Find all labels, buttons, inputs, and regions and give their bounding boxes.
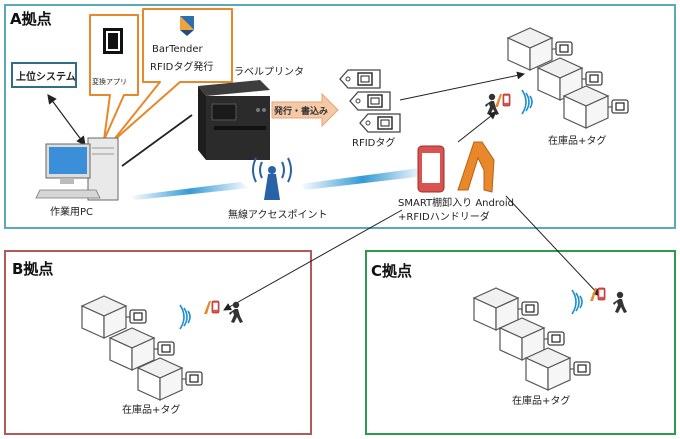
rfid-reader-icon [494, 93, 511, 108]
wireless-band-right [300, 168, 425, 190]
printer-label: ラベルプリンタ [234, 67, 304, 78]
bartender-logo-icon [180, 16, 194, 36]
bartender-line2: RFIDタグ発行 [150, 62, 214, 73]
handheld-line1: SMART棚卸入り Android [398, 198, 514, 209]
issue-arrow-label: 発行・書込み [274, 107, 329, 117]
rfid-reader-icon [589, 287, 606, 302]
site-c-title: C拠点 [371, 262, 413, 280]
converter-app-label: 変換アプリ [92, 78, 127, 86]
site-b-frame [4, 250, 312, 435]
site-b-title: B拠点 [12, 260, 54, 278]
issue-arrow [271, 92, 339, 128]
bartender-line1: BarTender [152, 44, 203, 55]
wireless-band-left [130, 182, 250, 200]
handheld-line2: +RFIDハンドリーダ [398, 212, 490, 223]
wifi-waves-b [179, 304, 191, 330]
stock-c-label: 在庫品+タグ [512, 396, 571, 407]
pc-host-link [47, 94, 86, 146]
rfid-reader-large-icon [457, 141, 495, 193]
rfid-tags-label: RFIDタグ [352, 138, 396, 149]
pc-label: 作業用PC [50, 207, 94, 218]
printer-icon [198, 80, 270, 160]
tags-to-stock-arrow [399, 71, 525, 101]
a-to-c-arrow [505, 195, 601, 297]
site-a-title: A拠点 [10, 10, 52, 28]
converter-app-callout [89, 14, 139, 141]
computer-icon [35, 137, 119, 201]
box-icon [473, 287, 591, 391]
access-point-icon [252, 157, 292, 200]
host-system-box [11, 62, 77, 88]
pc-printer-link [121, 114, 193, 167]
access-point-label: 無線アクセスポイント [228, 210, 328, 221]
sd-card-icon [103, 28, 123, 54]
stock-b-label: 在庫品+タグ [122, 405, 181, 416]
bartender-callout [111, 8, 233, 143]
wifi-waves-c [571, 289, 583, 315]
rfid-reader-icon [203, 300, 220, 315]
stock-a-label: 在庫品+タグ [548, 136, 607, 147]
site-a-frame [4, 4, 676, 229]
smartphone-icon [417, 145, 445, 193]
host-system-label: 上位システム [16, 72, 76, 83]
site-c-frame [365, 250, 676, 435]
wifi-waves-a [521, 89, 533, 115]
a-to-b-arrow [223, 209, 403, 311]
person-icon [613, 291, 627, 313]
person-icon [229, 301, 243, 323]
box-icon [507, 27, 629, 129]
handheld-to-person-arrow [457, 111, 497, 143]
rfid-tag-icon [339, 69, 401, 133]
